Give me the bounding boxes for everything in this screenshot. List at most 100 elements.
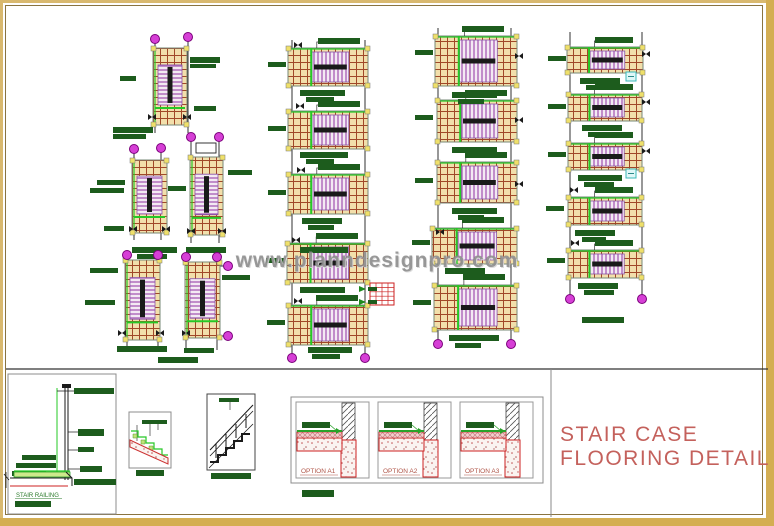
- wall-concrete: [340, 439, 357, 478]
- annotation-bar: [158, 357, 198, 363]
- bowtie-icon: [162, 226, 170, 232]
- annotation-bar: [268, 62, 286, 67]
- column-marker: [638, 166, 645, 173]
- annotation-bar: [132, 247, 177, 253]
- annotation-bar: [445, 268, 485, 274]
- grid-bubble: [360, 353, 370, 363]
- annotation-bar: [190, 57, 220, 63]
- detail-rect: [195, 142, 217, 154]
- column-marker: [513, 199, 520, 206]
- annotation-bar: [316, 233, 358, 239]
- annotation-bar: [465, 152, 507, 158]
- annotation-bar: [120, 76, 136, 81]
- column-marker: [638, 194, 645, 201]
- grid-bubble: [153, 250, 163, 260]
- annotation-bar: [452, 208, 497, 214]
- annotation-bar: [266, 258, 284, 263]
- title-line-1: STAIR CASE: [560, 423, 698, 446]
- annotation-bar: [312, 354, 340, 359]
- column-marker: [638, 117, 645, 124]
- option-label: OPTION A2: [383, 468, 418, 475]
- column-marker: [434, 159, 441, 166]
- column-marker: [364, 279, 371, 286]
- section-dividers: [6, 368, 768, 517]
- bowtie-icon: [570, 187, 578, 193]
- stair-unit: [187, 154, 226, 238]
- wall-hatch: [423, 402, 438, 441]
- column-marker: [432, 82, 439, 89]
- stair-unit: [285, 41, 371, 89]
- misc-detail-rects: [195, 142, 217, 154]
- column-marker: [639, 69, 646, 76]
- column-marker: [122, 336, 129, 343]
- annotation-bar: [308, 225, 334, 230]
- grid-bubble: [433, 339, 443, 349]
- floor-slab: [378, 437, 425, 452]
- stair-unit: [285, 104, 371, 152]
- option-label: OPTION A3: [465, 468, 500, 475]
- column-marker: [431, 326, 438, 333]
- grid-bubble: [565, 294, 575, 304]
- annotation-bar: [466, 422, 494, 428]
- column-marker: [513, 33, 520, 40]
- grid-bubble: [186, 132, 196, 142]
- annotation-bar: [168, 186, 186, 191]
- annotation-bar: [415, 178, 433, 183]
- annotation-bar: [318, 164, 360, 170]
- bowtie-icon: [294, 42, 302, 48]
- annotation-bar: [412, 240, 430, 245]
- annotation-bar: [415, 115, 433, 120]
- column-marker: [564, 44, 571, 51]
- column-marker: [638, 274, 645, 281]
- column-marker: [285, 145, 292, 152]
- annotation-bar: [586, 85, 610, 90]
- red-ladder-detail: [359, 282, 395, 306]
- annotation-bar: [300, 247, 348, 253]
- grid-bubble: [506, 339, 516, 349]
- column-marker: [513, 138, 520, 145]
- annotation-bar: [228, 170, 252, 175]
- annotation-bar: [584, 290, 614, 295]
- column-marker: [639, 44, 646, 51]
- annotation-bar: [222, 275, 250, 280]
- bowtie-icon: [183, 114, 191, 120]
- column-marker: [434, 199, 441, 206]
- column-marker: [638, 91, 645, 98]
- column-marker: [187, 231, 194, 238]
- annotation-bar: [306, 159, 334, 164]
- annotation-bar: [306, 97, 334, 102]
- column-marker: [638, 247, 645, 254]
- annotation-bar: [186, 247, 226, 253]
- column-marker: [638, 221, 645, 228]
- annotation-bar: [452, 147, 497, 153]
- grid-bubble: [181, 252, 191, 262]
- bowtie-icon: [515, 117, 523, 123]
- stair-unit: [434, 93, 520, 145]
- annotation-bar: [316, 295, 358, 301]
- green-arrow: [359, 286, 366, 292]
- annotation-bar: [546, 206, 564, 211]
- column-marker: [364, 82, 371, 89]
- annotation-bar: [308, 347, 352, 353]
- annotation-bar: [300, 287, 345, 293]
- column-marker: [513, 159, 520, 166]
- column-marker: [565, 221, 572, 228]
- annotation-bar: [588, 132, 614, 137]
- cyan-tag-boxes: [625, 71, 637, 179]
- bowtie-icon: [182, 330, 190, 336]
- bowtie-icon: [571, 240, 579, 246]
- stair-unit: [565, 136, 645, 173]
- railing-panel-label: STAIR RAILING: [16, 493, 59, 499]
- column-marker: [285, 210, 292, 217]
- annotation-bar: [137, 254, 167, 259]
- green-arrow: [500, 428, 505, 434]
- annotation-bar: [300, 90, 345, 96]
- annotation-bar: [267, 320, 285, 325]
- column-marker: [129, 157, 136, 164]
- column-marker: [216, 334, 223, 341]
- column-marker: [638, 140, 645, 147]
- screed-layer: [378, 431, 425, 439]
- column-marker: [429, 260, 436, 267]
